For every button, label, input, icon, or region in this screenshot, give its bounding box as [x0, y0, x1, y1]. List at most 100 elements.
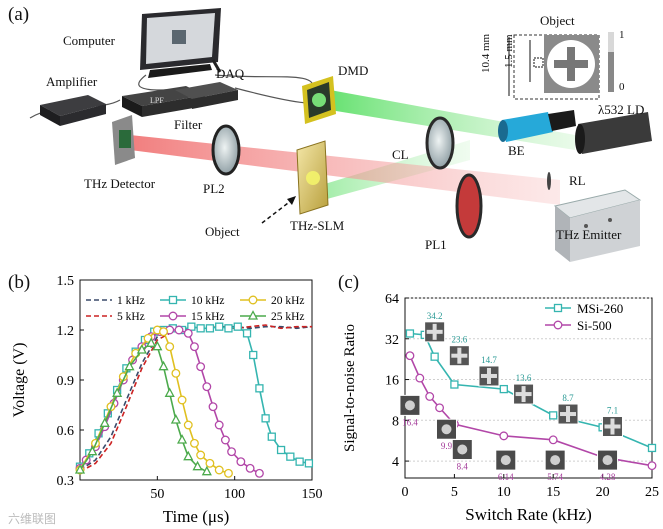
snr-thumbnail: 16.4 [399, 394, 421, 427]
dmd-label: DMD [338, 63, 369, 78]
dmd-icon [302, 76, 336, 124]
data-point [174, 325, 184, 335]
snr-thumbnail: 23.6 [448, 335, 470, 367]
data-point [267, 432, 276, 441]
thumbnail-cross [604, 424, 621, 429]
legend-marker [553, 320, 563, 330]
data-point [549, 411, 558, 420]
snr-thumbnail: 8.4 [451, 439, 473, 472]
data-point [647, 443, 657, 453]
y-tick-label: 0.6 [57, 424, 75, 439]
x-tick-label: 100 [224, 487, 245, 502]
inset-title: Object [540, 13, 575, 28]
snr-annotation-teal: 34.2 [427, 311, 443, 321]
object-inset [508, 32, 614, 100]
data-point [548, 435, 558, 445]
legend-entry: 5 kHz [86, 311, 145, 323]
data-point [183, 420, 193, 430]
legend-label: 15 kHz [191, 311, 225, 323]
data-point [152, 340, 163, 351]
legend-label: MSi-260 [577, 301, 623, 316]
y-tick-label: 16 [385, 374, 399, 389]
rl-label: RL [569, 173, 586, 188]
data-point [146, 337, 157, 347]
legend-label: 5 kHz [117, 311, 145, 323]
data-point [254, 468, 264, 478]
lpf-label: LPF [150, 96, 164, 105]
data-point [164, 387, 175, 397]
ld-label: λ532 LD [598, 102, 645, 117]
data-point [295, 457, 304, 466]
data-point [74, 464, 86, 474]
data-point [304, 459, 314, 468]
thz-detector-icon [112, 115, 135, 165]
series-line [79, 324, 312, 473]
data-point [236, 457, 246, 467]
data-point [276, 445, 286, 455]
amplifier-icon [40, 95, 106, 126]
legend-label: 20 kHz [271, 295, 305, 307]
pl2-lens [211, 124, 241, 176]
filter-label: Filter [174, 117, 203, 132]
data-point [208, 402, 218, 412]
data-point [245, 463, 255, 473]
legend-entry: 10 kHz [160, 295, 225, 307]
thz-slm-icon [296, 140, 329, 215]
data-point [196, 324, 205, 333]
x-axis-label: Time (μs) [163, 507, 230, 526]
data-point [165, 342, 175, 352]
y-tick-label: 0.3 [57, 474, 75, 489]
x-tick-label: 5 [451, 485, 458, 500]
data-point [205, 458, 215, 468]
pl1-label: PL1 [425, 237, 447, 252]
data-point [242, 329, 252, 338]
data-point [124, 360, 135, 371]
amplifier-label: Amplifier [46, 74, 98, 89]
snr-annotation-purple: 9.9 [441, 441, 453, 451]
pl1-lens [455, 173, 483, 239]
snr-annotation-teal: 13.6 [516, 373, 532, 383]
data-point [214, 465, 224, 475]
snr-annotation-teal: 14.7 [481, 355, 497, 365]
legend-label: 25 kHz [271, 311, 305, 323]
thz-emitter-label: THz Emitter [556, 227, 622, 242]
snr-thumbnail: 13.6 [513, 373, 535, 405]
data-point [220, 435, 230, 445]
panel-c-label: (c) [338, 272, 360, 293]
thumbnail-cross [515, 392, 532, 397]
legend-entry: 20 kHz [240, 295, 305, 307]
data-point [405, 351, 415, 361]
legend-label: 10 kHz [191, 295, 225, 307]
data-point [190, 342, 199, 352]
x-tick-label: 25 [645, 485, 659, 500]
rl-lens [547, 172, 551, 190]
y-tick-label: 64 [385, 292, 399, 307]
ld-icon [575, 112, 652, 154]
watermark: 六维联图 [8, 512, 57, 526]
data-point [249, 350, 258, 360]
data-point [499, 431, 509, 441]
data-point [136, 344, 147, 354]
data-point [435, 403, 445, 413]
y-tick-label: 32 [385, 333, 399, 348]
data-point [425, 392, 435, 401]
legend-entry: MSi-260 [545, 301, 623, 316]
legend-marker [553, 303, 563, 313]
thumbnail-cross [480, 373, 497, 378]
thz-slm-label: THz-SLM [290, 218, 345, 233]
data-point [159, 327, 168, 337]
data-point [183, 328, 193, 338]
data-point [99, 417, 110, 427]
snr-annotation-teal: 7.1 [607, 406, 618, 416]
panel-b-label: (b) [8, 272, 31, 293]
computer-label: Computer [63, 33, 115, 48]
snr-thumbnail: 5.74 [544, 449, 566, 482]
data-point [192, 460, 203, 471]
inset-cbar-min: 0 [619, 81, 625, 93]
panel-a-label: (a) [8, 4, 30, 25]
legend-marker [248, 295, 258, 305]
series-5-kHz [79, 324, 312, 473]
snr-annotation-teal: 23.6 [451, 335, 467, 345]
pl2-label: PL2 [203, 181, 225, 196]
legend-entry: 1 kHz [86, 295, 145, 307]
